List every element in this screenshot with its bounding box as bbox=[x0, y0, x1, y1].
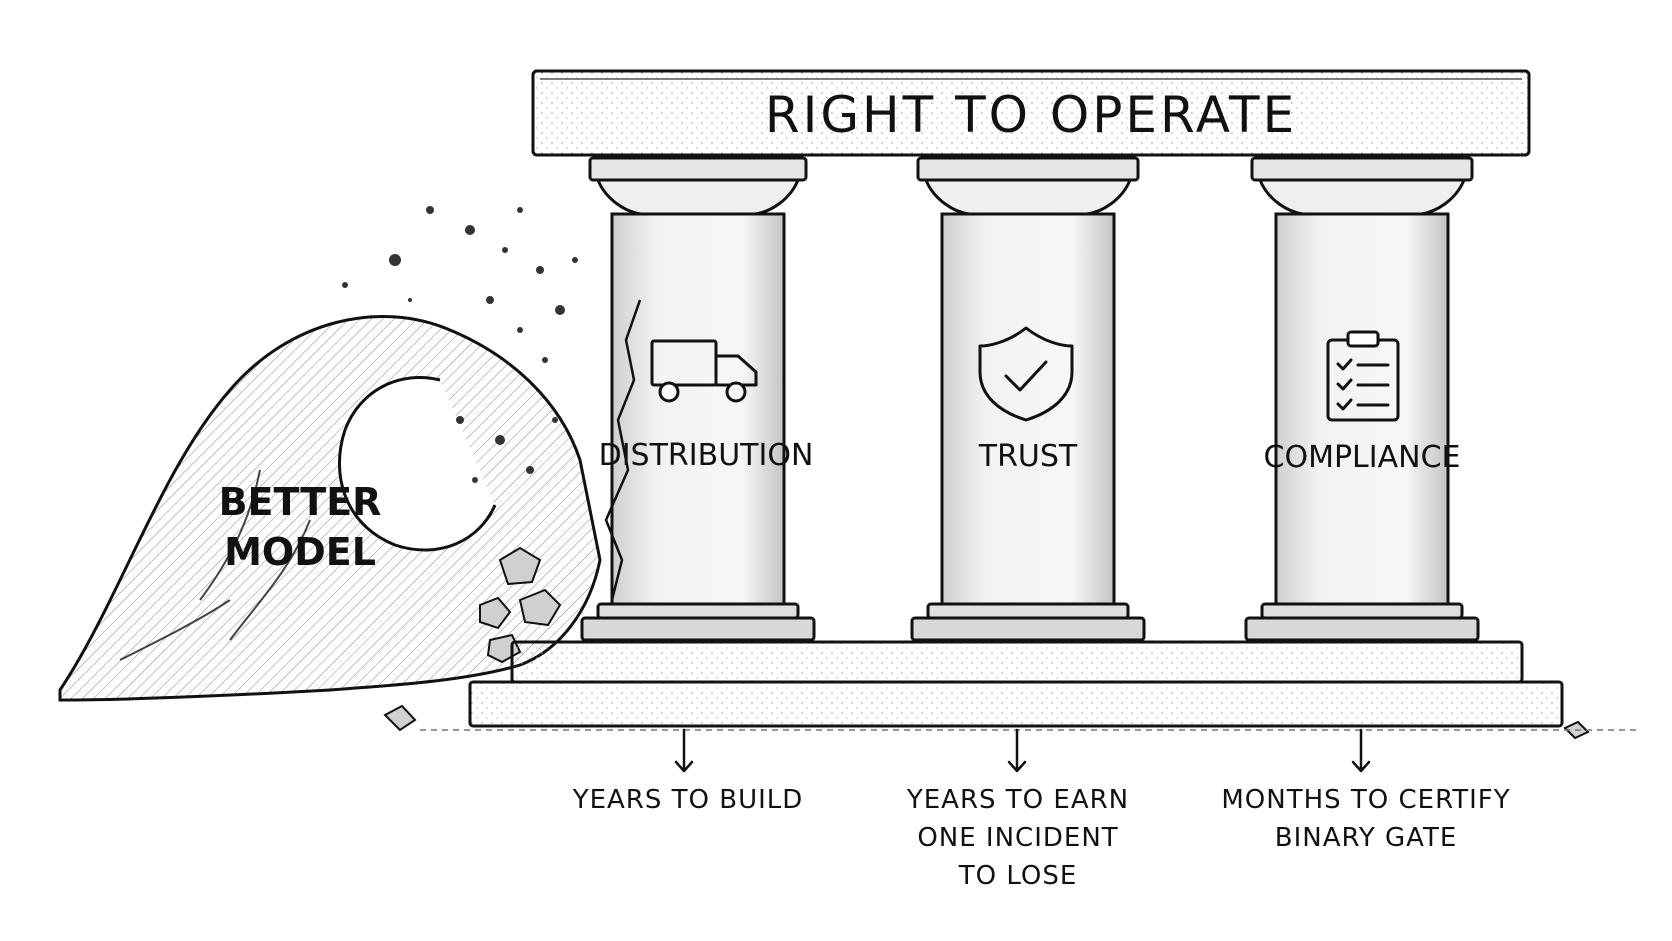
pillar-label-trust: TRUST bbox=[978, 439, 1078, 474]
pillar-trust: TRUST bbox=[910, 156, 1146, 642]
wave-body bbox=[58, 315, 602, 702]
pillar-base bbox=[910, 616, 1146, 642]
pillar-label-distribution: DISTRIBUTION bbox=[599, 438, 814, 473]
pillar-echinus bbox=[923, 178, 1133, 216]
foundation-lower-step bbox=[468, 680, 1564, 728]
note-trust-line1: YEARS TO EARN bbox=[906, 785, 1129, 815]
wave-label-line2: MODEL bbox=[224, 530, 376, 574]
wave-inner-lines bbox=[119, 469, 311, 661]
wave-label-line1: BETTER bbox=[219, 480, 382, 524]
pillar-shaft bbox=[610, 212, 786, 606]
pillar-label-compliance: COMPLIANCE bbox=[1264, 440, 1461, 475]
pillar-base-top bbox=[596, 602, 800, 620]
arrows bbox=[674, 728, 1371, 773]
note-compliance-line1: MONTHS TO CERTIFY bbox=[1221, 785, 1510, 815]
pillar-capital bbox=[1250, 156, 1474, 182]
pillar-shaft bbox=[1274, 212, 1450, 606]
roof-title: RIGHT TO OPERATE bbox=[765, 86, 1297, 144]
arrow-down-icon bbox=[674, 728, 694, 773]
foundation bbox=[420, 640, 1640, 731]
pillar-echinus bbox=[1257, 178, 1467, 216]
arrow-down-icon bbox=[1007, 728, 1027, 773]
note-compliance-line2: BINARY GATE bbox=[1275, 823, 1458, 853]
pillar-distribution: DISTRIBUTION bbox=[580, 156, 816, 642]
wave: BETTER MODEL bbox=[58, 206, 1590, 740]
arrow-down-icon bbox=[1351, 728, 1371, 773]
pillar-notes: YEARS TO BUILD YEARS TO EARN ONE INCIDEN… bbox=[572, 785, 1510, 891]
note-trust-line2: ONE INCIDENT bbox=[917, 823, 1118, 853]
pillar-compliance: COMPLIANCE bbox=[1244, 156, 1480, 642]
clipboard-checklist-icon bbox=[1326, 330, 1400, 422]
pillar-crack bbox=[604, 299, 642, 601]
wave-spray bbox=[342, 206, 578, 483]
foundation-upper-step bbox=[510, 640, 1524, 684]
truck-icon bbox=[650, 339, 758, 403]
pillar-base-top bbox=[1260, 602, 1464, 620]
roof: RIGHT TO OPERATE bbox=[531, 69, 1531, 157]
pillar-base bbox=[1244, 616, 1480, 642]
pillar-echinus bbox=[595, 178, 801, 216]
note-distribution-line1: YEARS TO BUILD bbox=[572, 785, 804, 815]
pillar-base bbox=[580, 616, 816, 642]
pillar-shaft bbox=[940, 212, 1116, 606]
pillar-capital bbox=[588, 156, 808, 182]
note-trust-line3: TO LOSE bbox=[958, 861, 1078, 891]
pillar-capital bbox=[916, 156, 1140, 182]
pillar-base-top bbox=[926, 602, 1130, 620]
shield-check-icon bbox=[978, 326, 1074, 422]
